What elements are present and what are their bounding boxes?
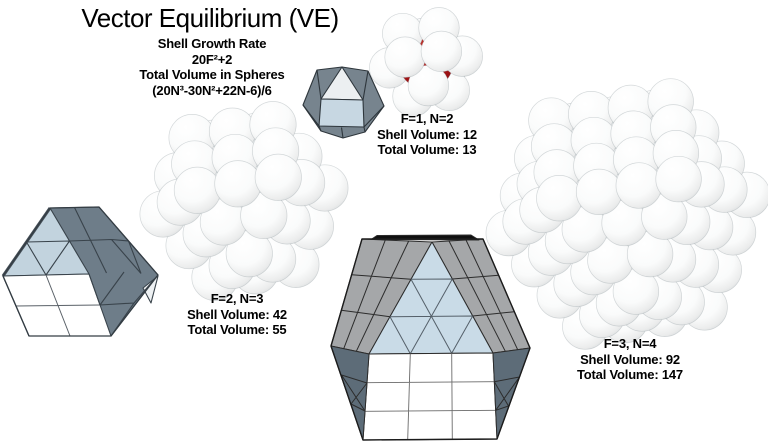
annotation-f2-shell: Shell Volume: 42 [187,306,287,322]
sphere [536,175,583,222]
cuboctahedron-f1 [302,66,385,139]
sphere-cluster-f1 [369,7,483,117]
sphere [173,166,221,214]
formula-block: Shell Growth Rate 20F²+2 Total Volume in… [62,36,362,98]
ve3-front-square [362,352,498,441]
ve2-dark-grid [69,207,159,337]
sphere [575,168,623,216]
annotation-f2: F=2, N=3 Shell Volume: 42 Total Volume: … [157,291,317,338]
ve3-right-gray-grid [448,239,519,352]
annotation-f1-heading: F=1, N=2 [400,111,454,126]
total-volume-formula: (20N³-30N²+22N-6)/6 [152,82,272,98]
annotation-f1-shell: Shell Volume: 12 [377,126,477,142]
ve3-outline [330,238,531,441]
page-title: Vector Equilibrium (VE) [81,3,339,33]
sphere [384,36,426,78]
ve2-front-grid [15,274,101,337]
cuboctahedron-f3 [330,234,531,441]
ve3-left-sliver [330,345,370,441]
sphere [254,153,302,201]
shell-growth-heading: Shell Growth Rate [157,36,267,51]
sphere [420,30,463,73]
ve3-front-grid [364,353,496,440]
annotation-f1-total: Total Volume: 13 [377,142,477,157]
sphere [615,162,662,209]
annotation-f3-heading: F=3, N=4 [603,336,657,351]
sphere [655,155,702,203]
annotation-f3-total: Total Volume: 147 [577,367,683,382]
annotation-f3: F=3, N=4 Shell Volume: 92 Total Volume: … [550,336,710,383]
total-volume-heading: Total Volume in Spheres [139,67,285,82]
ve1-edges [302,69,385,139]
ve3-blue-grid [389,278,474,354]
annotation-f1: F=1, N=2 Shell Volume: 12 Total Volume: … [347,111,507,158]
cuboctahedron-f2 [1,206,159,337]
ve3-left-sliver-grid [341,374,368,412]
sphere-cluster-f2 [139,101,349,301]
annotation-f3-shell: Shell Volume: 92 [580,351,680,367]
ve2-right-white-facet [142,275,159,304]
annotation-f2-heading: F=2, N=3 [210,291,264,306]
sphere [214,160,262,208]
annotation-f2-total: Total Volume: 55 [187,322,287,337]
ve2-outline [2,206,159,337]
sphere-cluster-f3 [485,78,768,350]
ve2-blue-grid [26,240,70,276]
ve3-left-gray-grid [341,239,412,352]
ve3-right-sliver-grid [493,376,520,411]
shell-growth-formula: 20F²+2 [191,51,233,67]
